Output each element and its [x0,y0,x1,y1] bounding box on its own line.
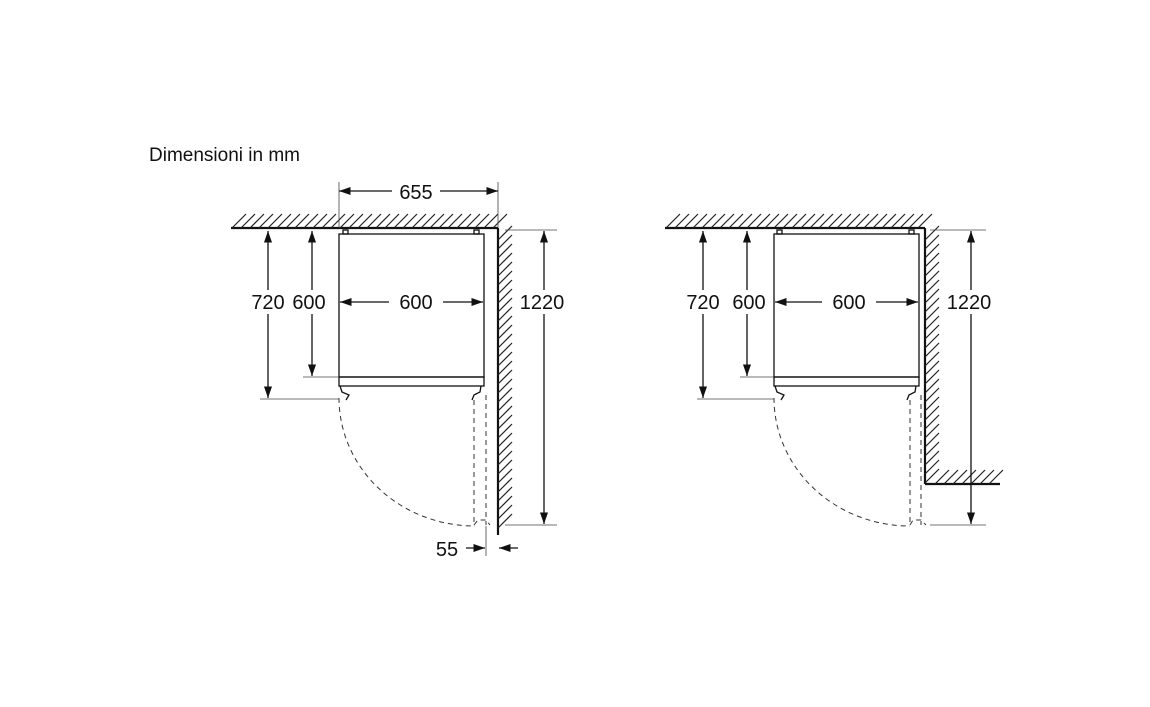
left-dim-720-label: 720 [251,292,284,314]
right-top-wall [665,213,933,230]
diagram-caption: Dimensioni in mm [149,145,300,166]
left-view: 655 720 600 600 1220 55 [231,182,564,561]
left-top-wall [231,213,508,230]
left-dim-55-label: 55 [436,539,458,561]
left-side-wall [496,225,513,535]
left-dim-600-width-label: 600 [399,292,432,314]
right-side-wall [923,225,1004,486]
left-door-swing [338,395,491,527]
left-dim-1220-label: 1220 [520,292,565,314]
left-appliance-body [338,229,485,401]
right-dim-600-depth-label: 600 [732,292,765,314]
left-dim-655-label: 655 [399,182,432,204]
right-dim-720-label: 720 [686,292,719,314]
left-dim-600-depth-label: 600 [292,292,325,314]
right-appliance-body [773,229,920,401]
right-dim-1220-label: 1220 [947,292,992,314]
right-door-swing [773,395,927,527]
right-view: 720 600 600 1220 [665,213,1004,527]
right-dim-600-width-label: 600 [832,292,865,314]
